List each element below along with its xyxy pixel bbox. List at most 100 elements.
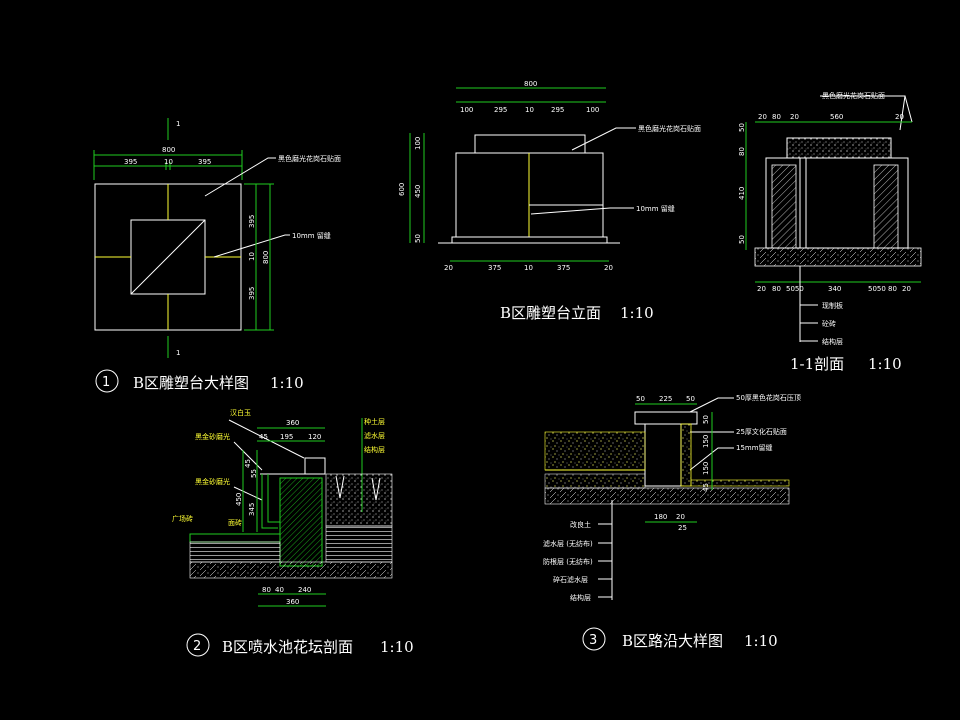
label-left: 黑金砂磨光 <box>195 432 230 441</box>
dim-part: 20 <box>604 264 613 272</box>
leader-line <box>689 397 734 413</box>
view-scale: 1:10 <box>868 355 902 373</box>
dim-part: 80 <box>262 586 271 594</box>
view-number-circle <box>582 627 606 651</box>
dim-total: 600 <box>398 183 406 196</box>
dim-part: 20 <box>902 285 911 293</box>
dim-part: 225 <box>659 395 672 403</box>
layer-label: 滤水层 (无纺布) <box>543 539 593 548</box>
note-joint: 10mm 留缝 <box>292 231 331 240</box>
view-title: B区喷水池花坛剖面 <box>222 638 353 656</box>
dim-part: 150 <box>702 435 710 448</box>
marble-cap <box>304 457 326 475</box>
view2-planter-section: 汉白玉 黑金砂磨光 黑金砂磨光 广场砖 面砖 种土层 滤水层 结构层 360 4… <box>172 408 414 657</box>
label-left: 汉白玉 <box>230 408 251 417</box>
view-title: 1-1剖面 <box>790 355 844 373</box>
dim-part: 100 <box>460 106 473 114</box>
dim-part: 395 <box>248 215 256 228</box>
dim-part: 45 <box>702 483 710 492</box>
dim-part: 450 <box>235 493 243 506</box>
dim-part: 50 <box>636 395 645 403</box>
dim-part: 375 <box>557 264 570 272</box>
section-mark-label: 1 <box>176 120 180 128</box>
culture-stone-face <box>680 423 692 487</box>
dim-part: 5050 <box>786 285 804 293</box>
dim-part: 240 <box>298 586 311 594</box>
dim-part: 80 <box>738 147 746 156</box>
dim-total: 360 <box>286 419 299 427</box>
view-number: 2 <box>193 639 201 654</box>
view-scale: 1:10 <box>744 632 778 650</box>
gravel-mark <box>371 477 381 501</box>
plinth-cap <box>474 134 586 154</box>
view-title: B区雕塑台立面 <box>500 304 601 322</box>
dim-part: 450 <box>414 185 422 198</box>
dim-part: 50 <box>686 395 695 403</box>
paving-layer <box>690 479 790 487</box>
dim-total: 360 <box>286 598 299 606</box>
dim-part: 50 <box>738 235 746 244</box>
label-right: 种土层 <box>364 417 385 426</box>
planting-soil <box>544 431 646 471</box>
material-break-line <box>130 219 206 295</box>
planting-soil <box>325 473 393 527</box>
gravel-mark <box>335 475 345 499</box>
layer-label: 改良土 <box>570 520 591 529</box>
wall-left <box>771 164 797 249</box>
paving-tile <box>189 533 281 543</box>
dim-part: 150 <box>702 462 710 475</box>
label-right: 结构层 <box>364 445 385 454</box>
dim-part: 180 <box>654 513 667 521</box>
dim-part: 345 <box>248 503 256 516</box>
layer-label: 碎石滤水层 <box>553 575 588 584</box>
leader-line <box>904 95 913 123</box>
dim-part: 10 <box>525 106 534 114</box>
dim-part: 120 <box>308 433 321 441</box>
leader-line <box>689 447 734 471</box>
leader-line <box>571 127 636 151</box>
dim-part: 375 <box>488 264 501 272</box>
label-left: 面砖 <box>228 518 242 527</box>
dim-part: 5050 <box>868 285 886 293</box>
view-number: 1 <box>102 375 110 390</box>
dim-part: 295 <box>494 106 507 114</box>
label-left: 广场砖 <box>172 514 193 523</box>
dim-part: 395 <box>198 158 211 166</box>
dim-part: 50 <box>414 234 422 243</box>
dim-part: 340 <box>828 285 841 293</box>
stone-face <box>267 474 280 523</box>
view-number-circle <box>95 369 119 393</box>
dim-part: 100 <box>586 106 599 114</box>
curb-block <box>644 423 682 487</box>
dim-part: 560 <box>830 113 843 121</box>
dim-part: 100 <box>414 137 422 150</box>
dim-part: 20 <box>676 513 685 521</box>
note-joint: 10mm 留缝 <box>636 204 675 213</box>
note: 50厚黑色花岗石压顶 <box>736 393 801 402</box>
dim-part: 20 <box>757 285 766 293</box>
view-scale: 1:10 <box>270 374 304 392</box>
label-left: 黑金砂磨光 <box>195 477 230 486</box>
dim-part: 10 <box>524 264 533 272</box>
dim-part: 25 <box>678 524 687 532</box>
drainage-layer <box>325 525 393 563</box>
structure-layer <box>544 487 790 505</box>
section-mark-label: 1 <box>176 349 180 357</box>
dim-part: 10 <box>164 158 173 166</box>
view-scale: 1:10 <box>620 304 654 322</box>
layer-label: 防根层 (无纺布) <box>543 557 593 566</box>
dim-part: 80 <box>888 285 897 293</box>
dim-part: 20 <box>790 113 799 121</box>
note: 25厚文化石贴面 <box>736 427 787 436</box>
label-right: 滤水层 <box>364 431 385 440</box>
granite-cap <box>786 137 892 159</box>
plinth-base <box>451 236 608 244</box>
layer-label: 现制板 <box>822 301 843 310</box>
dim-part: 395 <box>248 287 256 300</box>
leader-line <box>228 419 305 459</box>
view-title: B区雕塑台大样图 <box>133 374 249 392</box>
dim-part: 20 <box>444 264 453 272</box>
view-number: 3 <box>589 633 597 648</box>
dim-part: 80 <box>772 113 781 121</box>
foundation-slab <box>754 247 922 267</box>
